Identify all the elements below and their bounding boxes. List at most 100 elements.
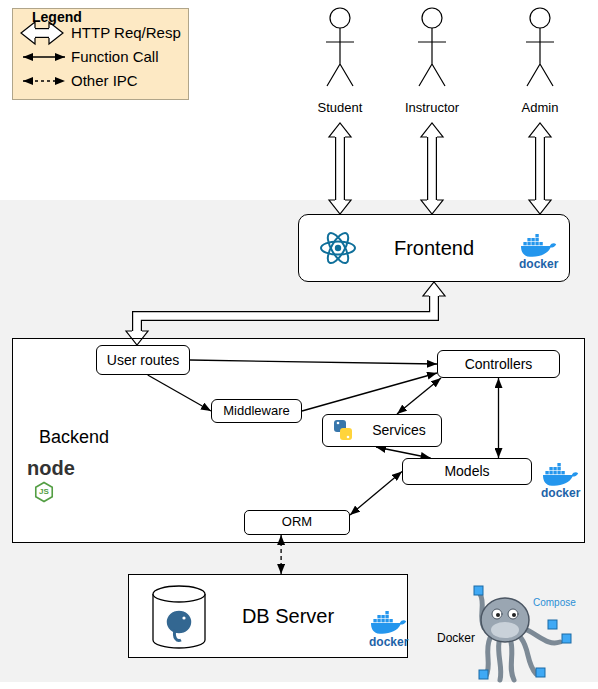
http-arrowhead-fill xyxy=(529,200,551,214)
container-block xyxy=(557,471,560,474)
http-arrow-fill xyxy=(428,137,436,200)
python-eye xyxy=(337,422,340,425)
js-badge: JS xyxy=(39,488,49,496)
legend-sample xyxy=(19,23,69,43)
whale-body xyxy=(521,243,556,256)
docker-whale xyxy=(371,611,406,634)
docker-whale xyxy=(543,463,578,486)
react-core xyxy=(335,245,341,251)
container-block xyxy=(553,471,556,474)
process-box: ORM xyxy=(244,510,350,535)
container-block xyxy=(557,463,560,466)
call-connector xyxy=(148,375,211,411)
http-arrowhead-fill xyxy=(21,22,35,44)
actor-figure: Admin xyxy=(510,2,570,120)
http-arrowhead-fill xyxy=(329,200,351,214)
db-server-box: DB Server xyxy=(128,574,408,658)
box-label: DB Server xyxy=(242,605,334,628)
http-connector xyxy=(126,282,445,345)
http-arrow-fill xyxy=(35,29,49,37)
container-block xyxy=(531,242,534,245)
http-arrow-outline xyxy=(427,137,437,200)
nodejs-hexagon xyxy=(36,483,52,502)
container-block xyxy=(539,242,542,245)
actor-label: Student xyxy=(318,101,363,116)
http-arrowhead-fill xyxy=(49,22,63,44)
container-block xyxy=(385,615,388,618)
box-label: Backend xyxy=(39,427,109,448)
actor-figure: Student xyxy=(310,2,370,120)
http-arrow-fill xyxy=(137,296,434,331)
call-connector xyxy=(498,378,499,458)
container-block xyxy=(535,242,538,245)
database-cylinder xyxy=(153,586,205,648)
whale-body xyxy=(371,620,406,633)
box-label: Controllers xyxy=(465,356,533,372)
http-arrow-outline xyxy=(335,137,345,200)
docker-whale xyxy=(521,234,556,257)
call-connector xyxy=(350,472,402,516)
stick-figure xyxy=(326,8,354,86)
actor-label: Instructor xyxy=(405,101,459,116)
container-block xyxy=(377,615,380,618)
python-eye xyxy=(347,436,350,439)
call-connector xyxy=(376,447,431,458)
react-orbit xyxy=(324,230,352,266)
box-label: Frontend xyxy=(394,237,474,260)
http-arrow-outline xyxy=(35,28,49,38)
backend-box: Backend User routes ControllersMiddlewareS… xyxy=(12,338,585,543)
connector-line xyxy=(148,375,211,411)
container-block xyxy=(531,238,534,241)
http-arrowhead-fill xyxy=(329,123,351,137)
box-label: Models xyxy=(444,463,489,479)
http-connector xyxy=(529,123,551,214)
container-block xyxy=(545,471,548,474)
container-block xyxy=(373,619,376,622)
http-arrowhead-fill xyxy=(421,200,443,214)
ipc-connector xyxy=(281,535,282,574)
call-line-sample xyxy=(23,56,65,57)
box-label: User routes xyxy=(107,352,179,368)
docker-wordmark: docker xyxy=(519,258,558,270)
python-icon xyxy=(334,420,352,440)
container-block xyxy=(557,467,560,470)
container-block xyxy=(561,471,564,474)
stick-figure xyxy=(418,8,446,86)
http-arrowhead-fill xyxy=(423,282,445,296)
http-arrowhead-fill xyxy=(529,123,551,137)
frontend-box: Frontend xyxy=(298,214,570,282)
connector-line xyxy=(190,360,437,364)
legend-text: Function Call xyxy=(71,48,159,65)
python-yellow xyxy=(340,428,352,440)
http-arrow-outline xyxy=(137,296,434,331)
container-block xyxy=(385,619,388,622)
stick-figure xyxy=(526,8,554,86)
nodejs-wordmark: node xyxy=(27,458,75,478)
legend-sample xyxy=(19,71,69,91)
process-box: Controllers xyxy=(437,350,560,378)
container-block xyxy=(527,238,530,241)
container-block xyxy=(385,611,388,614)
box-label: ORM xyxy=(282,515,312,530)
http-arrowhead xyxy=(329,200,351,214)
react-orbit xyxy=(324,230,352,266)
http-connector xyxy=(421,123,443,214)
legend-title: Legend xyxy=(32,10,82,24)
compose-wordmark: Compose xyxy=(533,598,576,608)
connector-line xyxy=(302,373,437,411)
process-box: Models xyxy=(402,458,532,485)
docker-wordmark: docker xyxy=(541,487,580,499)
http-arrowhead xyxy=(529,123,551,137)
container-block xyxy=(535,234,538,237)
compose-wordmark: Docker xyxy=(437,632,475,644)
box-label: Middleware xyxy=(223,404,289,419)
docker-wordmark: docker xyxy=(369,636,408,648)
container-block xyxy=(381,619,384,622)
backend-fill xyxy=(12,338,585,543)
ipc-line-sample xyxy=(23,80,65,81)
box-label: Services xyxy=(372,422,426,438)
actor-label: Admin xyxy=(522,101,559,116)
http-arrowhead xyxy=(21,22,35,44)
actor-figure: Instructor xyxy=(397,2,467,120)
whale-body xyxy=(543,472,578,485)
